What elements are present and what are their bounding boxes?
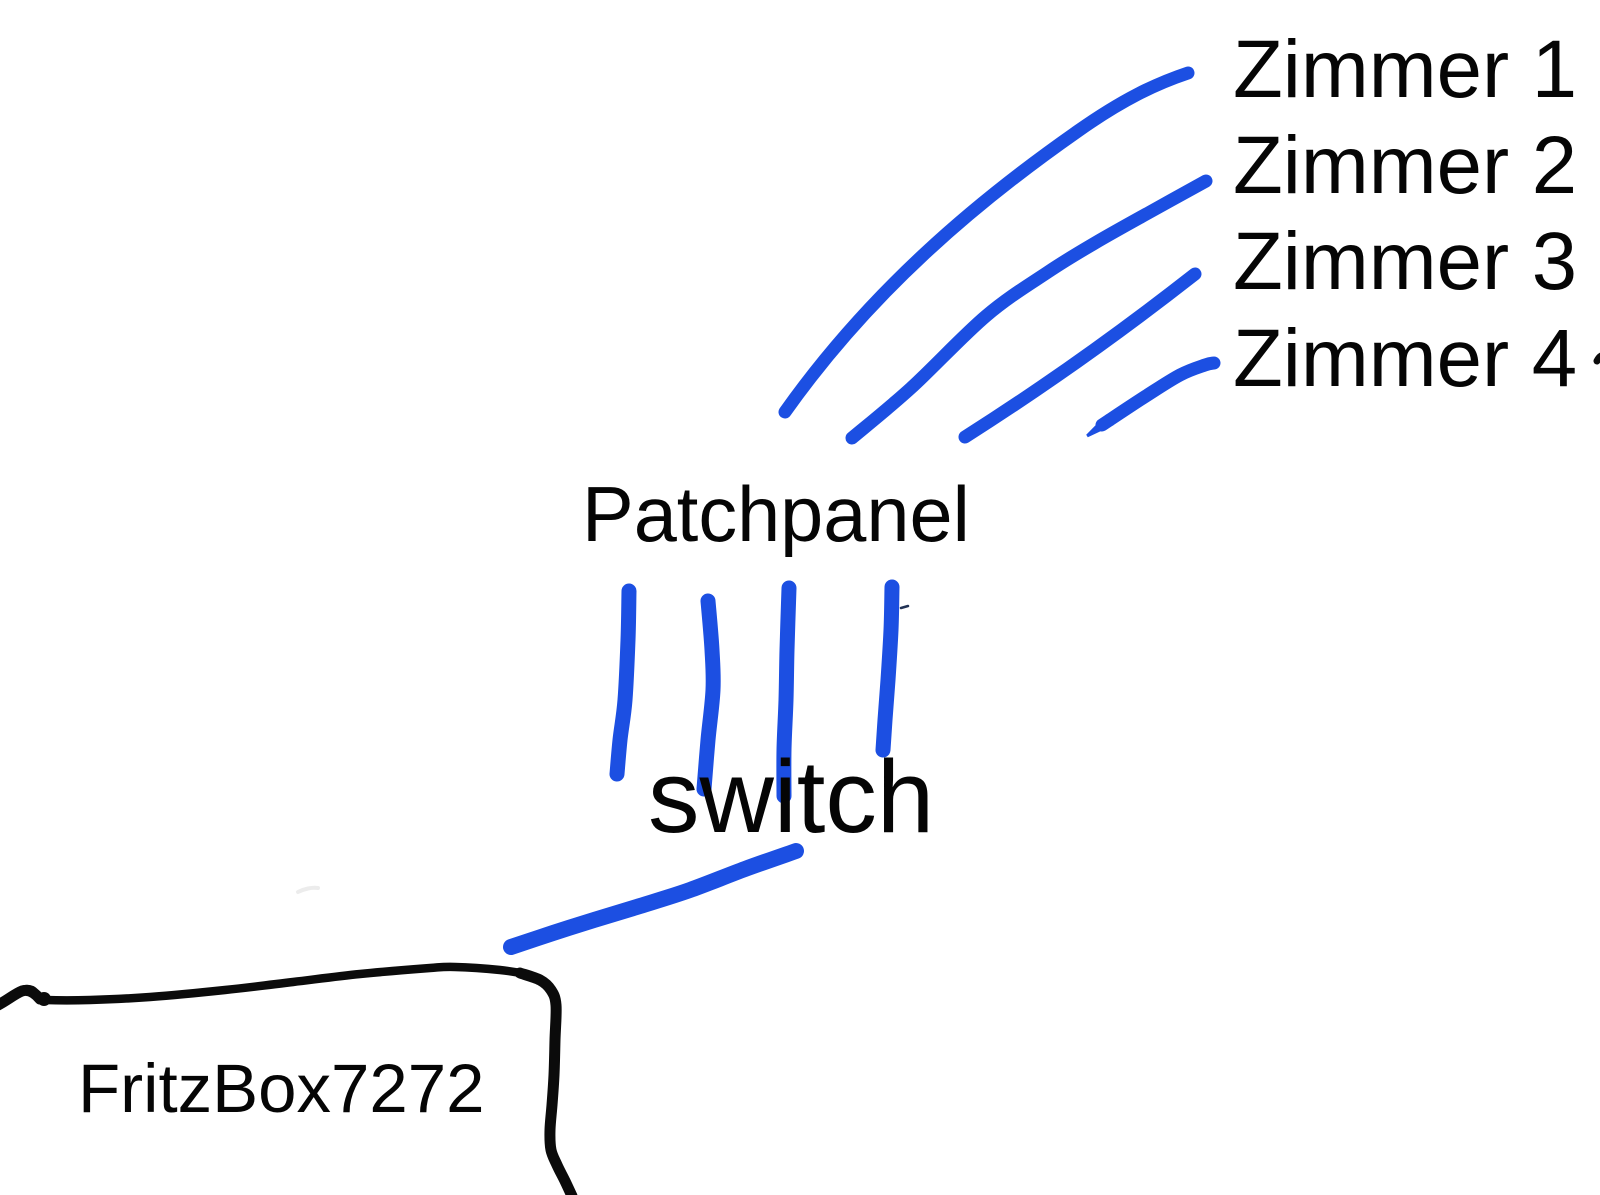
svg-text:Zimmer 3: Zimmer 3 <box>1233 216 1577 307</box>
svg-text:Zimmer 2: Zimmer 2 <box>1233 120 1577 211</box>
svg-text:Zimmer 4: Zimmer 4 <box>1233 313 1577 404</box>
svg-text:Zimmer 1: Zimmer 1 <box>1233 24 1577 115</box>
svg-text:FritzBox7272: FritzBox7272 <box>78 1050 485 1127</box>
svg-text:Patchpanel: Patchpanel <box>582 472 970 558</box>
svg-text:switch: switch <box>648 739 934 854</box>
